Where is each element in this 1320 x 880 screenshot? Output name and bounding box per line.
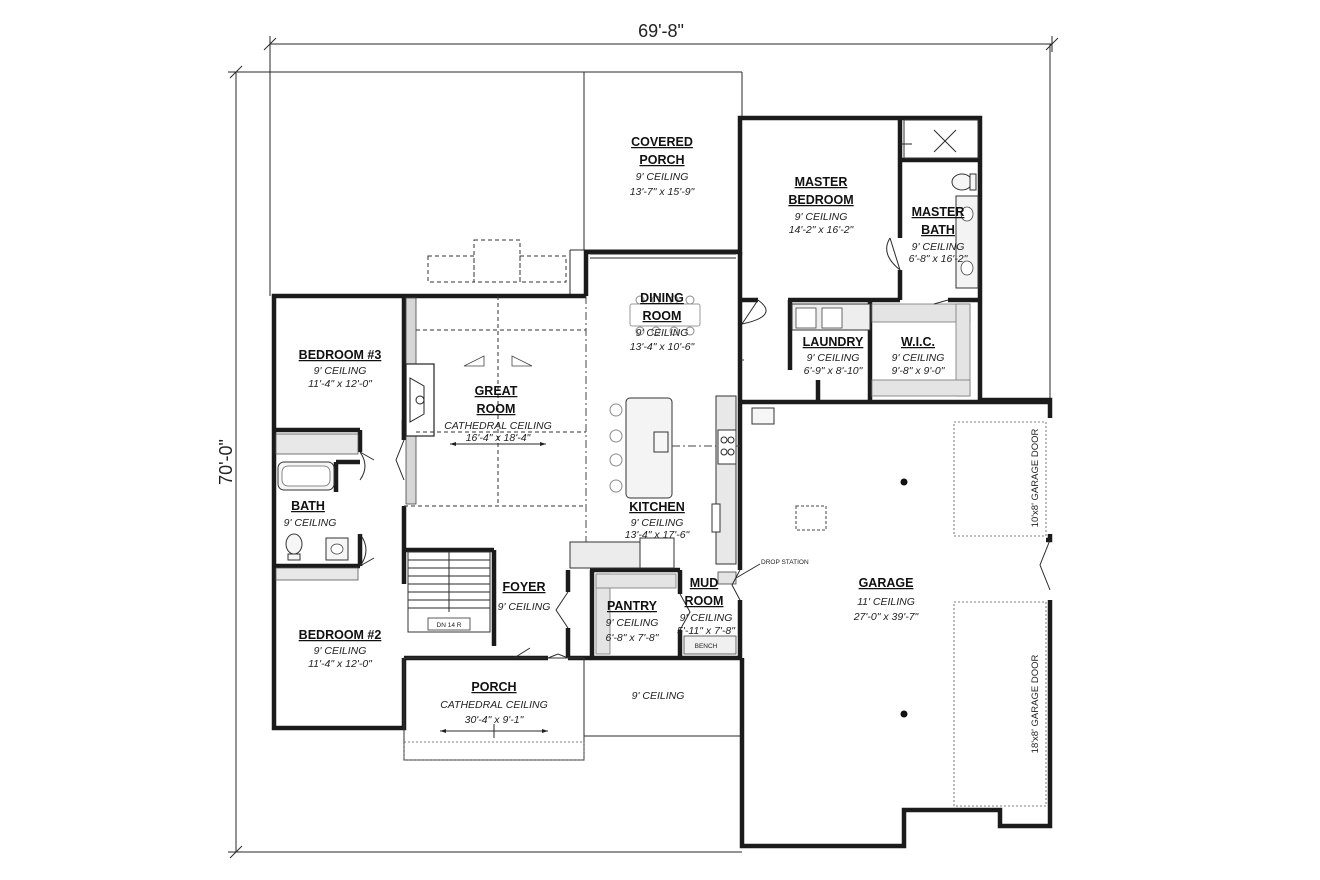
laundry-fixtures [791, 303, 971, 397]
side-porch-label: 9' CEILING [632, 690, 685, 702]
svg-text:11'-4" x 12'-0": 11'-4" x 12'-0" [308, 378, 373, 390]
covered-porch-outline [270, 71, 743, 294]
svg-text:W.I.C.: W.I.C. [901, 335, 935, 349]
svg-text:9' CEILING: 9' CEILING [636, 327, 689, 339]
svg-text:COVERED: COVERED [631, 135, 693, 149]
svg-text:13'-4" x 10'-6": 13'-4" x 10'-6" [630, 341, 696, 353]
svg-text:13'-7" x 15'-9": 13'-7" x 15'-9" [630, 186, 696, 198]
overall-width-label: 69'-8" [638, 21, 684, 41]
svg-text:16'-4" x 18'-4": 16'-4" x 18'-4" [466, 432, 532, 444]
mud-room-label: MUD ROOM 9' CEILING 5'-11" x 7'-8" [677, 576, 736, 637]
pantry-label: PANTRY 9' CEILING 6'-8" x 7'-8" [606, 599, 660, 644]
bedroom3-label: BEDROOM #3 9' CEILING 11'-4" x 12'-0" [299, 348, 382, 390]
dining-table [590, 253, 736, 336]
svg-text:BEDROOM #2: BEDROOM #2 [299, 628, 382, 642]
svg-text:GREAT: GREAT [475, 384, 518, 398]
svg-text:LAUNDRY: LAUNDRY [803, 335, 864, 349]
master-bedroom-label: MASTER BEDROOM 9' CEILING 14'-2" x 16'-2… [788, 175, 854, 236]
svg-text:BEDROOM #3: BEDROOM #3 [299, 348, 382, 362]
svg-text:5'-11" x 7'-8": 5'-11" x 7'-8" [677, 625, 736, 637]
kitchen-label: KITCHEN 9' CEILING 13'-4" x 17'-6" [625, 500, 691, 541]
svg-text:DINING: DINING [640, 291, 684, 305]
svg-text:30'-4" x 9'-1": 30'-4" x 9'-1" [465, 714, 525, 726]
svg-text:GARAGE: GARAGE [859, 576, 914, 590]
svg-text:ROOM: ROOM [477, 402, 516, 416]
master-bath-fixtures [903, 119, 979, 289]
covered-porch-label: COVERED PORCH 9' CEILING 13'-7" x 15'-9" [630, 135, 696, 198]
svg-text:9' CEILING: 9' CEILING [314, 645, 367, 657]
stairs: DN 14 R [407, 551, 491, 633]
svg-text:6'-8" x 16'-2": 6'-8" x 16'-2" [909, 253, 969, 265]
svg-text:MASTER: MASTER [795, 175, 848, 189]
svg-text:MUD: MUD [690, 576, 718, 590]
svg-text:PORCH: PORCH [639, 153, 684, 167]
great-room-details [404, 296, 587, 560]
svg-text:CATHEDRAL CEILING: CATHEDRAL CEILING [440, 699, 548, 711]
bedroom2-label: BEDROOM #2 9' CEILING 11'-4" x 12'-0" [299, 628, 382, 670]
master-bath-label: MASTER BATH 9' CEILING 6'-8" x 16'-2" [909, 205, 969, 265]
svg-text:14'-2" x 16'-2": 14'-2" x 16'-2" [789, 224, 855, 236]
svg-text:CATHEDRAL CEILING: CATHEDRAL CEILING [444, 420, 552, 432]
svg-text:BATH: BATH [291, 499, 325, 513]
garage-details: 10'x8' GARAGE DOOR 18'x8' GARAGE DOOR [740, 359, 1047, 807]
svg-text:KITCHEN: KITCHEN [629, 500, 685, 514]
foyer-label: FOYER 9' CEILING [498, 580, 551, 613]
fireplace-icon [409, 377, 425, 423]
wic-label: W.I.C. 9' CEILING 9'-8" x 9'-0" [892, 335, 946, 377]
front-porch [403, 657, 740, 761]
svg-text:9'-8" x 9'-0": 9'-8" x 9'-0" [892, 365, 946, 377]
bath-label: BATH 9' CEILING [284, 499, 337, 529]
svg-text:BEDROOM: BEDROOM [788, 193, 853, 207]
pantry-mud-details: BENCH DROP STATION [595, 559, 809, 655]
room-labels: COVERED PORCH 9' CEILING 13'-7" x 15'-9"… [284, 135, 969, 726]
svg-text:ROOM: ROOM [643, 309, 682, 323]
doors [359, 143, 1051, 659]
svg-text:9' CEILING: 9' CEILING [807, 352, 860, 364]
svg-text:9' CEILING: 9' CEILING [631, 517, 684, 529]
svg-text:9' CEILING: 9' CEILING [606, 617, 659, 629]
svg-text:9' CEILING: 9' CEILING [680, 612, 733, 624]
garage-label: GARAGE 11' CEILING 27'-0" x 39'-7" [853, 576, 920, 623]
svg-text:11' CEILING: 11' CEILING [857, 596, 915, 608]
svg-text:9' CEILING: 9' CEILING [795, 211, 848, 223]
svg-text:13'-4" x 17'-6": 13'-4" x 17'-6" [625, 529, 691, 541]
porch-label: PORCH CATHEDRAL CEILING 30'-4" x 9'-1" [440, 680, 548, 726]
svg-text:6'-8" x 7'-8": 6'-8" x 7'-8" [606, 632, 660, 644]
svg-text:MASTER: MASTER [912, 205, 965, 219]
svg-text:9' CEILING: 9' CEILING [636, 171, 689, 183]
svg-text:9' CEILING: 9' CEILING [284, 517, 337, 529]
laundry-label: LAUNDRY 9' CEILING 6'-9" x 8'-10" [803, 335, 864, 377]
dining-room-label: DINING ROOM 9' CEILING 13'-4" x 10'-6" [630, 291, 696, 353]
bench-label: BENCH [695, 643, 718, 650]
svg-text:27'-0" x 39'-7": 27'-0" x 39'-7" [853, 611, 920, 623]
svg-text:9' CEILING: 9' CEILING [912, 241, 965, 253]
svg-text:9' CEILING: 9' CEILING [632, 690, 685, 702]
svg-text:9' CEILING: 9' CEILING [892, 352, 945, 364]
svg-text:9' CEILING: 9' CEILING [314, 365, 367, 377]
svg-text:BATH: BATH [921, 223, 955, 237]
kitchen-fixtures [569, 395, 740, 569]
bath-fixtures [275, 433, 359, 581]
svg-text:PANTRY: PANTRY [607, 599, 658, 613]
garage-door-large-label: 18'x8' GARAGE DOOR [1030, 655, 1041, 754]
svg-text:6'-9" x 8'-10": 6'-9" x 8'-10" [804, 365, 864, 377]
stairs-label: DN 14 R [437, 622, 462, 629]
svg-text:9' CEILING: 9' CEILING [498, 601, 551, 613]
svg-text:FOYER: FOYER [502, 580, 545, 594]
svg-text:PORCH: PORCH [471, 680, 516, 694]
svg-text:11'-4" x 12'-0": 11'-4" x 12'-0" [308, 658, 373, 670]
svg-text:ROOM: ROOM [685, 594, 724, 608]
great-room-label: GREAT ROOM CATHEDRAL CEILING 16'-4" x 18… [444, 384, 552, 444]
overall-depth-label: 70'-0" [216, 439, 236, 485]
garage-door-small-label: 10'x8' GARAGE DOOR [1030, 429, 1041, 528]
drop-station-label: DROP STATION [761, 559, 809, 566]
interior-walls [274, 118, 980, 658]
